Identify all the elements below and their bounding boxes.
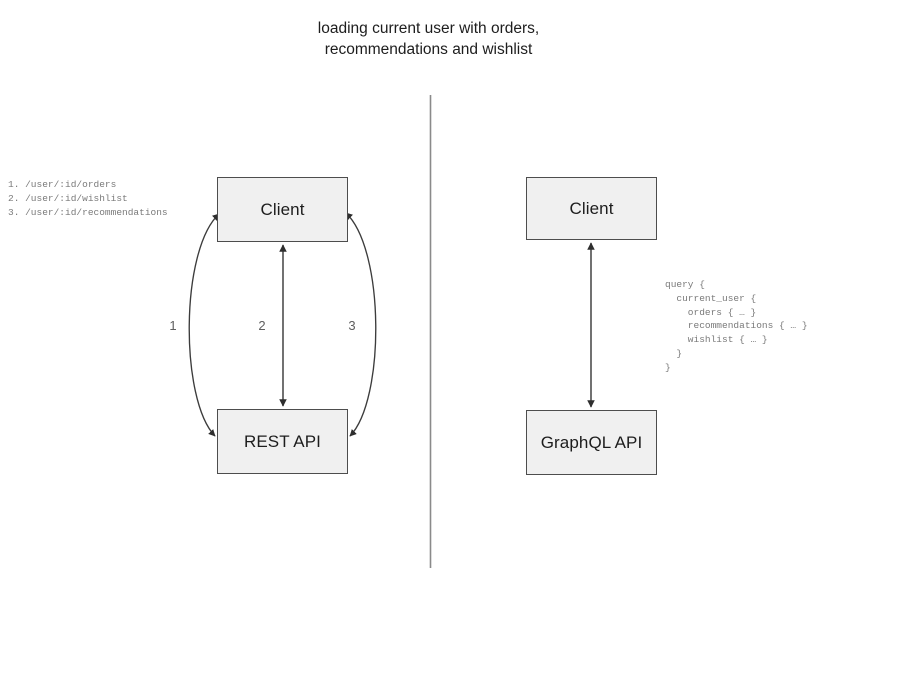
page-title: loading current user with orders, recomm… (317, 20, 540, 58)
node-graphql-api-label: GraphQL API (540, 432, 643, 452)
edge-label-1: 1 (169, 318, 177, 333)
node-rest-api-label: REST API (243, 431, 322, 451)
node-client-graphql-label: Client (569, 198, 614, 218)
node-rest-api[interactable]: REST API (217, 409, 348, 474)
node-client-rest[interactable]: Client (217, 177, 348, 242)
edge-label-2: 2 (258, 318, 266, 333)
edge-3-curve (345, 212, 377, 437)
node-graphql-api[interactable]: GraphQL API (526, 410, 657, 475)
edge-label-3: 3 (348, 318, 356, 333)
edge-1-curve (188, 213, 220, 437)
rest-endpoint-list: 1. /user/:id/orders 2. /user/:id/wishlis… (8, 179, 168, 218)
node-client-rest-label: Client (260, 199, 305, 219)
node-client-graphql[interactable]: Client (526, 177, 657, 240)
graphql-query-text: query { current_user { orders { … } reco… (665, 279, 808, 373)
